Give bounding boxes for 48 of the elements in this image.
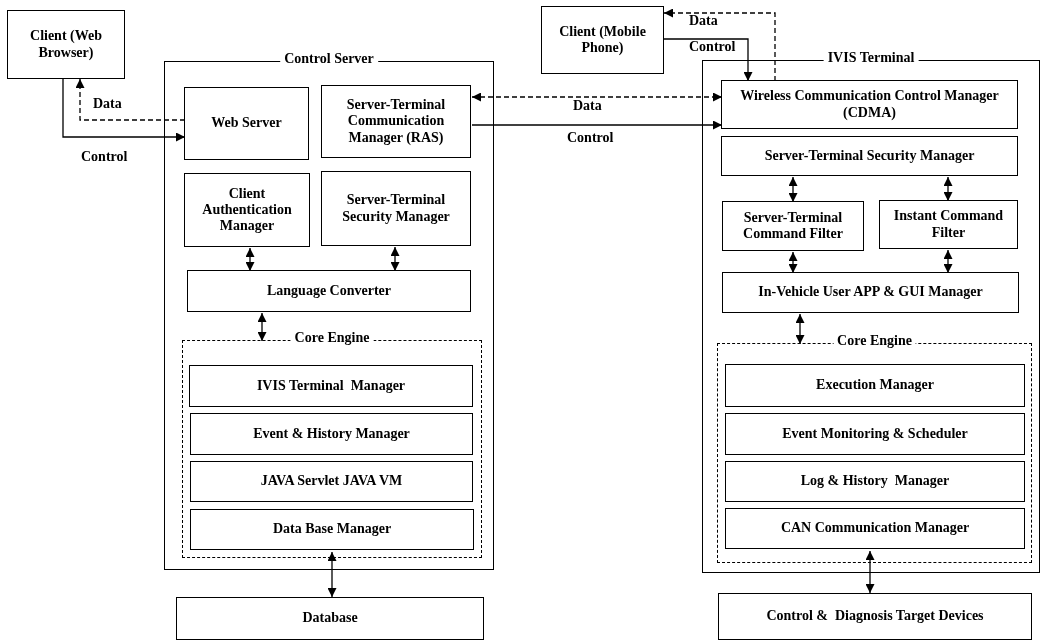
connector-arrow (62, 78, 186, 142)
connector-arrow (788, 176, 798, 203)
connector-arrow (865, 550, 875, 594)
component-box: Wireless Communication Control Manager (CDMA) (721, 80, 1018, 129)
component-box: Server-Terminal Communication Manager (RAS) (321, 85, 471, 158)
edge-label: Data (92, 97, 123, 111)
connector-arrow (788, 251, 798, 274)
group-title: Control Server (280, 52, 378, 66)
component-box: Server-Terminal Security Manager (321, 171, 471, 246)
component-box: Database (176, 597, 484, 640)
component-box: JAVA Servlet JAVA VM (190, 461, 473, 502)
connector-arrow (471, 120, 723, 130)
edge-label: Data (572, 99, 603, 113)
component-box: Web Server (184, 87, 309, 160)
component-box: Instant Command Filter (879, 200, 1018, 249)
component-box: Event & History Manager (190, 413, 473, 455)
group-title: IVIS Terminal (823, 51, 919, 65)
component-box: Data Base Manager (190, 509, 474, 550)
component-box: Event Monitoring & Scheduler (725, 413, 1025, 455)
connector-arrow (75, 78, 186, 121)
component-box: Log & History Manager (725, 461, 1025, 502)
component-box: In-Vehicle User APP & GUI Manager (722, 272, 1019, 313)
connector-arrow (245, 247, 255, 272)
connector-arrow (663, 38, 753, 82)
connector-arrow (327, 551, 337, 598)
edge-label: Control (688, 40, 737, 54)
component-box: Execution Manager (725, 364, 1025, 407)
component-box: Server-Terminal Security Manager (721, 136, 1018, 176)
group-title: Core Engine (290, 331, 374, 345)
component-box: Server-Terminal Command Filter (722, 201, 864, 251)
connector-arrow (795, 313, 805, 345)
component-box: Language Converter (187, 270, 471, 312)
component-box: Client Authentication Manager (184, 173, 310, 247)
edge-label: Data (688, 14, 719, 28)
edge-label: Control (566, 131, 615, 145)
component-box: Client (Mobile Phone) (541, 6, 664, 74)
component-box: Client (Web Browser) (7, 10, 125, 79)
connector-arrow (257, 312, 267, 342)
connector-arrow (390, 246, 400, 272)
connector-arrow (663, 8, 776, 82)
component-box: IVIS Terminal Manager (189, 365, 473, 407)
group-title: Core Engine (833, 334, 916, 348)
edge-label: Control (80, 150, 129, 164)
connector-arrow (471, 92, 723, 102)
component-box: Control & Diagnosis Target Devices (718, 593, 1032, 640)
connector-arrow (943, 176, 953, 202)
component-box: CAN Communication Manager (725, 508, 1025, 549)
connector-arrow (943, 249, 953, 274)
